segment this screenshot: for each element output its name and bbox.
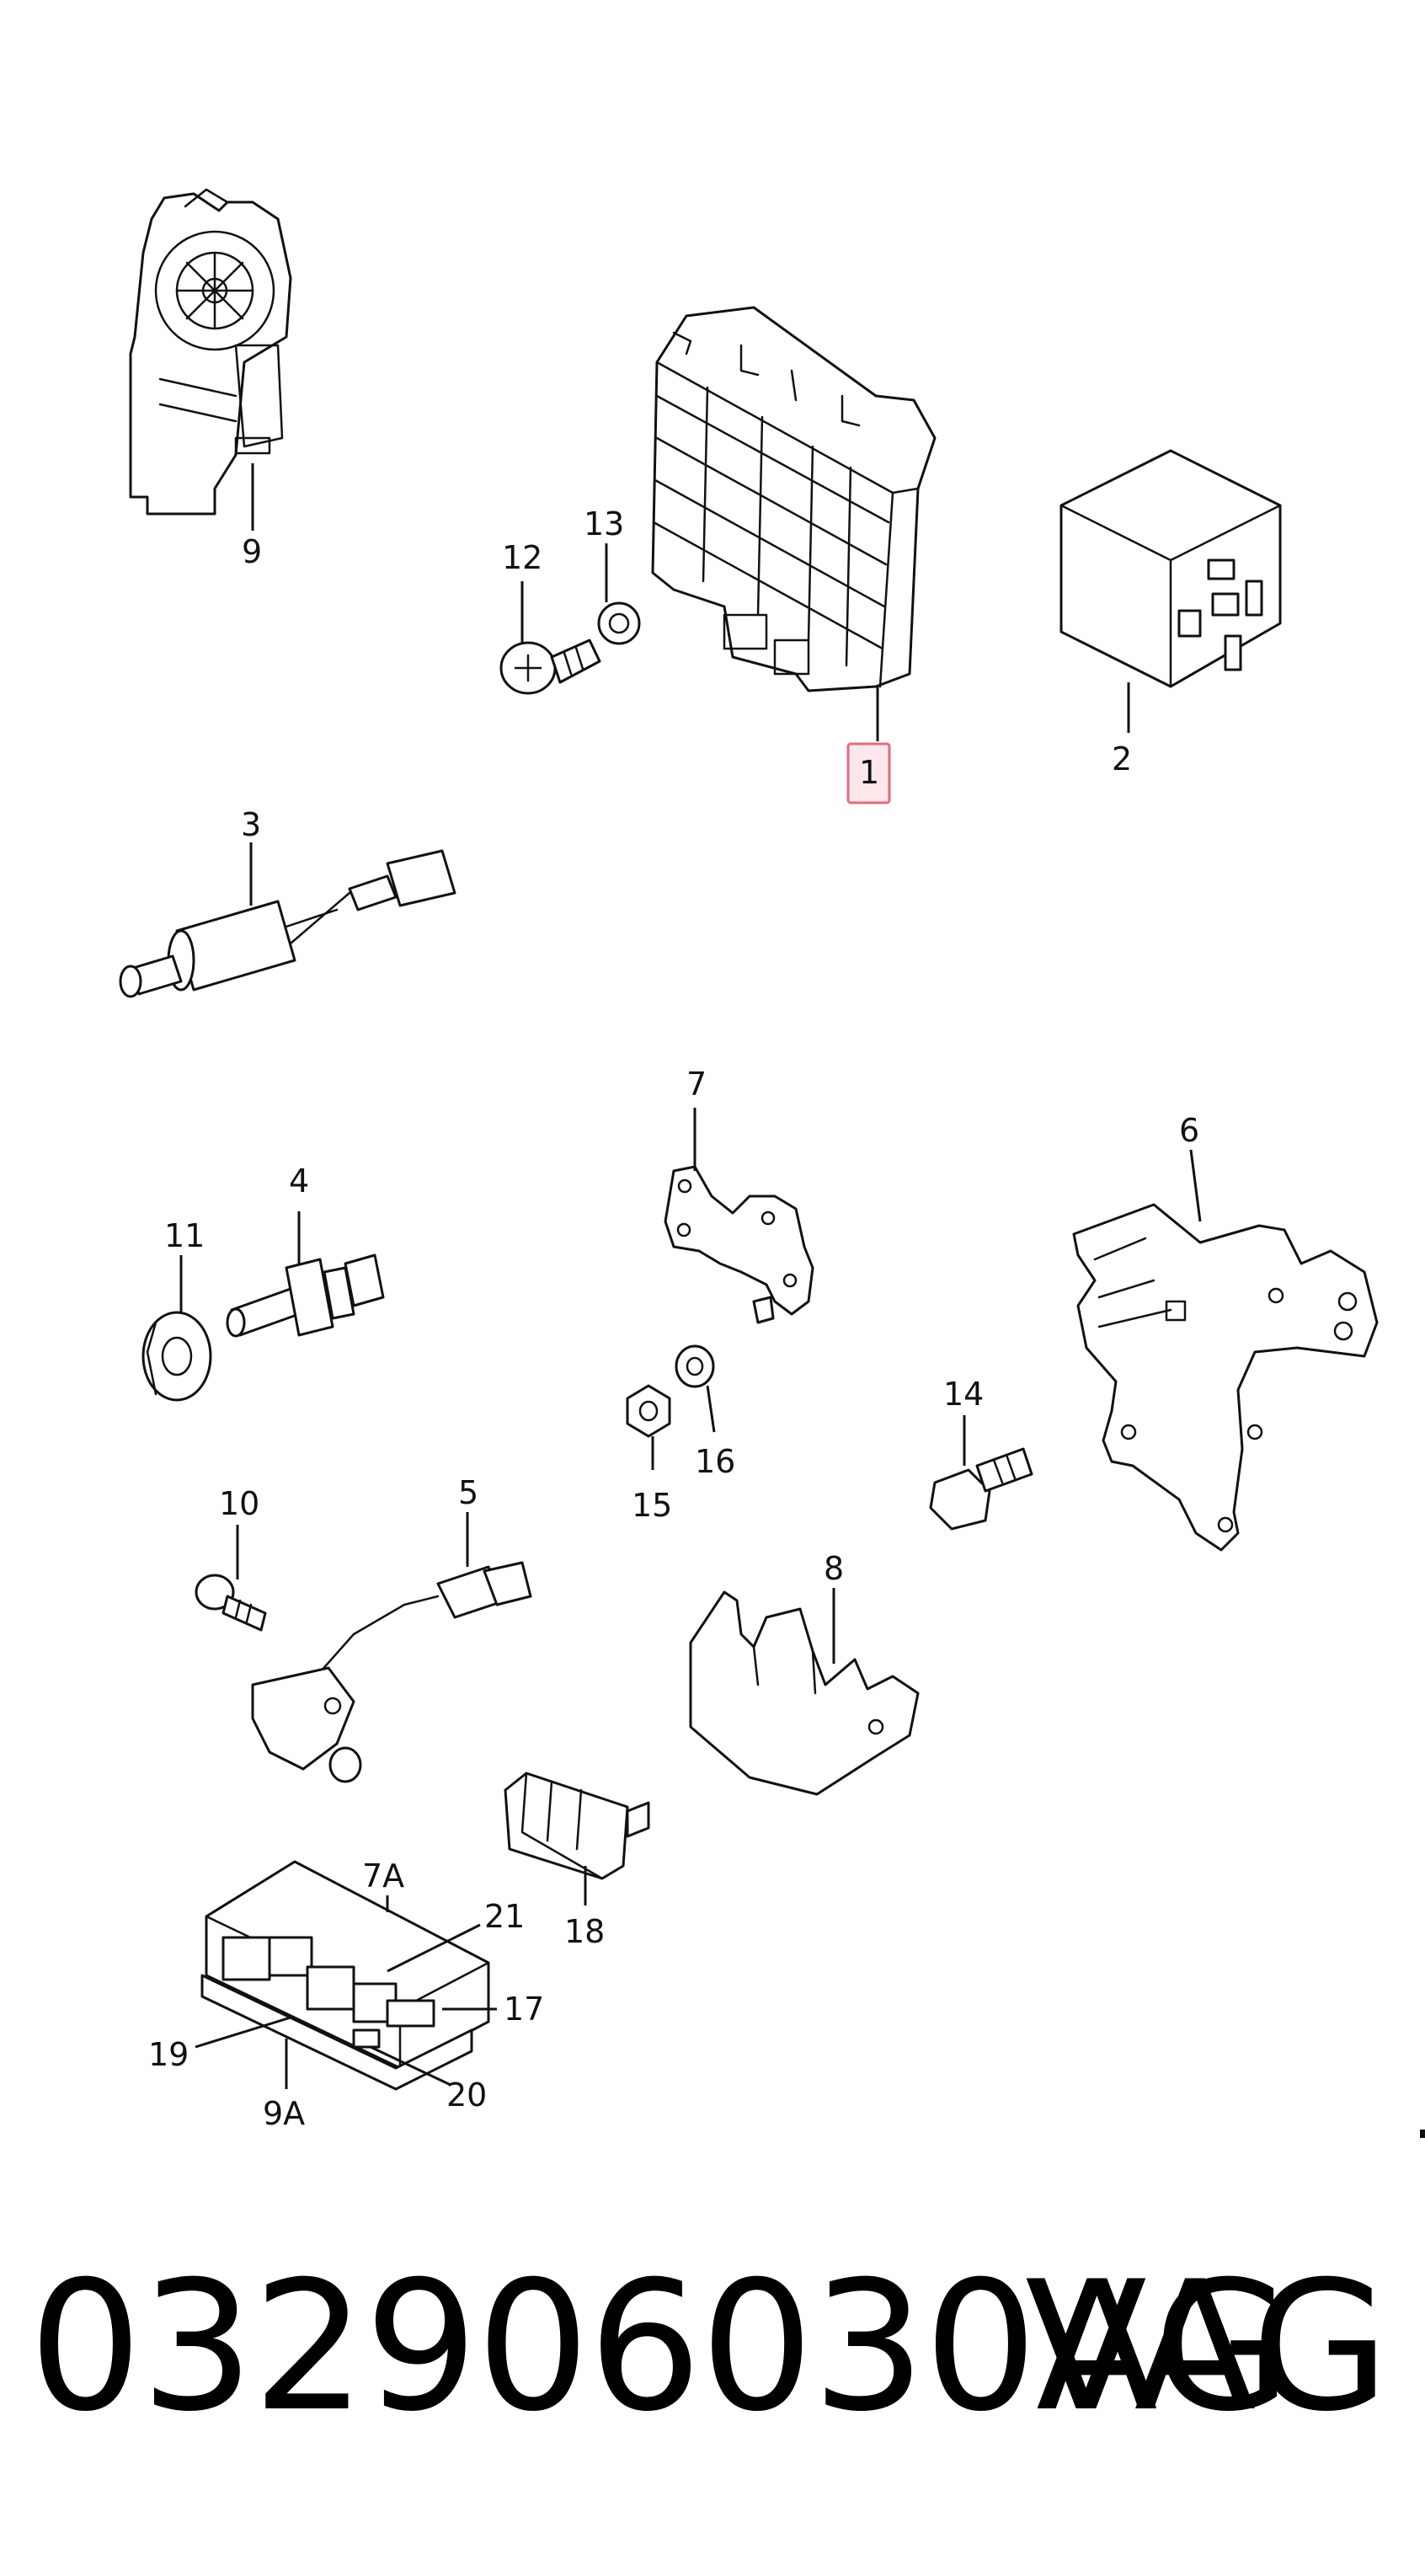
- part-9-motor-drawing: [129, 188, 292, 516]
- part-18-connector-drawing: [504, 1772, 650, 1880]
- callout-4: 4: [289, 1162, 309, 1200]
- callout-18: 18: [564, 1913, 605, 1950]
- callout-1[interactable]: 1: [859, 754, 879, 791]
- callout-2: 2: [1112, 740, 1132, 778]
- part-2-relay-drawing: [1059, 449, 1282, 688]
- part-4-sender-drawing: [226, 1253, 385, 1338]
- part-3-sensor-drawing: [119, 849, 456, 998]
- part-number-text: 032906030AG: [29, 2242, 1292, 2450]
- callout-20: 20: [446, 2076, 487, 2114]
- part-7-bracket-drawing: [664, 1165, 814, 1324]
- part-5-speed-sensor-drawing: [251, 1561, 532, 1783]
- part-12-screw-drawing: [499, 639, 601, 695]
- edge-mark: [1420, 2130, 1425, 2138]
- part-8-bracket-drawing: [689, 1590, 920, 1796]
- callout-16: 16: [695, 1443, 735, 1480]
- callout-13: 13: [584, 505, 624, 542]
- callout-19: 19: [148, 2036, 189, 2073]
- part-16-spring-washer-drawing: [675, 1344, 715, 1388]
- part-11-washer-drawing: [141, 1311, 212, 1402]
- callout-3: 3: [241, 806, 261, 843]
- part-7a-relay-carrier-drawing: [200, 1860, 490, 2091]
- callout-6: 6: [1179, 1112, 1199, 1149]
- leader-6: [1189, 1149, 1202, 1222]
- callout-8: 8: [824, 1550, 844, 1587]
- leader-16: [706, 1385, 716, 1433]
- callout-21: 21: [484, 1898, 525, 1935]
- leader-21: [387, 1923, 481, 1973]
- part-1-control-unit-drawing: [651, 306, 937, 692]
- callout-11: 11: [164, 1217, 205, 1254]
- callout-5: 5: [458, 1474, 478, 1511]
- callout-1-highlight-box[interactable]: [846, 742, 891, 804]
- callout-7: 7: [686, 1066, 707, 1103]
- callout-10: 10: [219, 1485, 259, 1522]
- leader-20: [370, 2045, 451, 2087]
- part-15-nut-drawing: [626, 1384, 671, 1438]
- part-10-bolt-drawing: [195, 1574, 267, 1632]
- part-13-washer-drawing: [597, 601, 641, 645]
- part-6-bracket-drawing: [1072, 1203, 1379, 1552]
- callout-9: 9: [242, 533, 262, 570]
- callout-7a: 7A: [362, 1857, 404, 1895]
- brand-text: VAG: [1024, 2242, 1390, 2450]
- callout-14: 14: [943, 1376, 984, 1413]
- callout-17: 17: [504, 1991, 544, 2028]
- callout-15: 15: [632, 1487, 672, 1524]
- exploded-parts-diagram: 9 1 12 13 2: [119, 188, 1425, 2138]
- callout-12: 12: [502, 539, 542, 576]
- part-14-bolt-drawing: [929, 1447, 1033, 1531]
- callout-9a: 9A: [263, 2095, 305, 2132]
- leader-19: [195, 2016, 291, 2049]
